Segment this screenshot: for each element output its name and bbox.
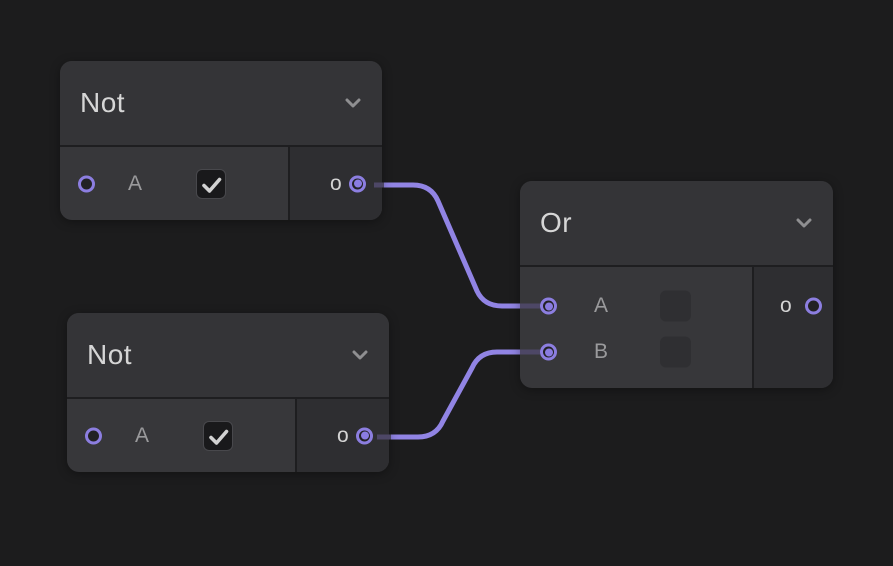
input-socket-a[interactable] bbox=[540, 297, 557, 315]
checkbox-a[interactable] bbox=[196, 168, 226, 199]
port-label-a: A bbox=[135, 423, 150, 447]
port-row-a: A bbox=[520, 283, 833, 329]
node-header[interactable]: Or bbox=[520, 181, 833, 267]
output-label-o: o bbox=[330, 171, 342, 195]
port-label-b: B bbox=[594, 340, 609, 363]
output-socket-o[interactable] bbox=[805, 297, 822, 315]
input-socket-b[interactable] bbox=[540, 343, 557, 361]
output-label-o: o bbox=[337, 423, 349, 447]
input-socket-a[interactable] bbox=[78, 175, 95, 192]
connection-wire-not2-orB[interactable] bbox=[366, 349, 552, 440]
output-column: o bbox=[752, 267, 833, 388]
output-label-o: o bbox=[780, 294, 792, 317]
chevron-down-icon[interactable] bbox=[349, 347, 371, 363]
node-not-1[interactable]: Not A o bbox=[60, 61, 382, 220]
node-title: Not bbox=[80, 87, 126, 118]
connection-wire-not1-orA[interactable] bbox=[363, 182, 552, 309]
chevron-down-icon[interactable] bbox=[793, 215, 815, 231]
output-socket-o[interactable] bbox=[356, 427, 373, 444]
port-row-a: A bbox=[67, 399, 389, 472]
input-socket-a[interactable] bbox=[85, 427, 102, 444]
check-icon bbox=[209, 429, 229, 445]
node-title: Or bbox=[540, 207, 573, 238]
output-column: o bbox=[295, 399, 389, 472]
checkbox-b[interactable] bbox=[660, 336, 691, 368]
node-title: Not bbox=[87, 339, 133, 370]
checkbox-a[interactable] bbox=[660, 290, 691, 322]
node-header[interactable]: Not bbox=[67, 313, 389, 399]
output-column: o bbox=[288, 147, 382, 220]
port-row-b: B bbox=[520, 329, 833, 375]
port-label-a: A bbox=[594, 294, 609, 317]
node-not-2[interactable]: Not A o bbox=[67, 313, 389, 472]
output-socket-o[interactable] bbox=[349, 175, 366, 192]
port-label-a: A bbox=[128, 171, 143, 195]
node-header[interactable]: Not bbox=[60, 61, 382, 147]
check-icon bbox=[202, 177, 222, 193]
port-row-a: A bbox=[60, 147, 382, 220]
chevron-down-icon[interactable] bbox=[342, 95, 364, 111]
node-or[interactable]: Or A B o bbox=[520, 181, 833, 388]
checkbox-a[interactable] bbox=[203, 420, 233, 451]
